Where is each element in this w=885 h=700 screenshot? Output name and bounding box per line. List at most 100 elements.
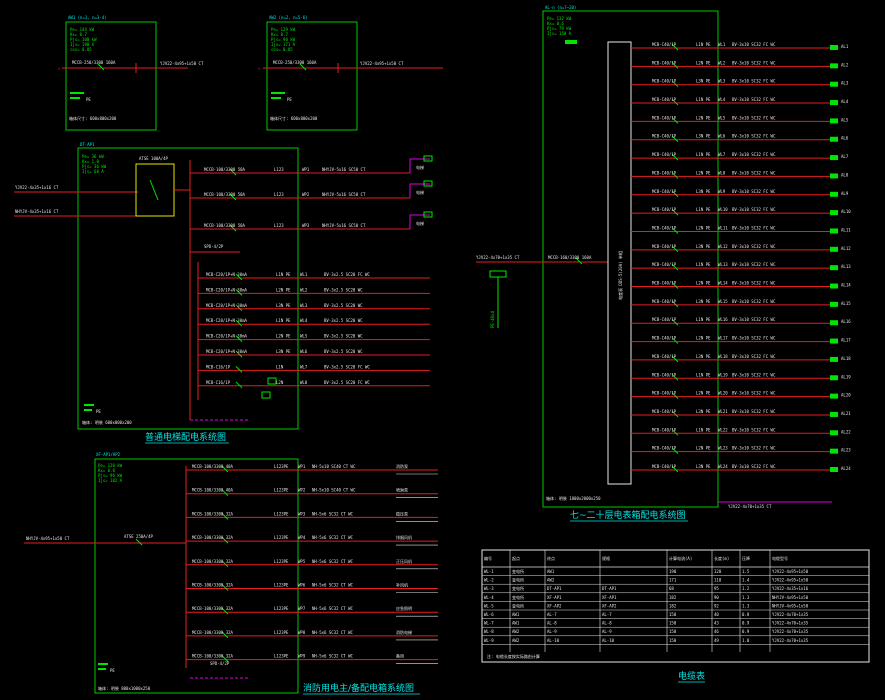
panel-aw1-cable: YJV22-4x95+1x50 CT <box>160 61 204 66</box>
meter-load-box <box>830 411 838 417</box>
cable-table-cell: DT-AP1 <box>547 586 562 591</box>
elevator-branch-breaker-symbol <box>235 366 243 373</box>
elevator-title: 普通电梯配电系统图 <box>145 431 226 443</box>
cable-table-cell: 182 <box>669 603 677 608</box>
cable-table-cell: 46 <box>714 629 719 634</box>
cable-table-cell: XF-AP1 <box>547 595 562 600</box>
panel-aw2: AW2 (n=2, n=5-6) Pe= 129 kW Kx= 0.7 Pjs=… <box>258 15 443 131</box>
cable-table-cell: 150 <box>669 612 677 617</box>
meter-feeder-cable: BV-3x10 SC32 FC WC <box>732 225 776 230</box>
panel-aw2-breaker-symbol <box>299 63 307 71</box>
elevator-branch-breaker: MCB-C20/1P+N 30mA <box>206 318 248 323</box>
cable-table-cell: WL-2 <box>484 578 494 583</box>
meter-feeder-id: WL17 <box>718 336 728 341</box>
cable-table-cell: YJV22-4x70+1x35 <box>772 612 809 617</box>
meter-feeder-cable: BV-3x10 SC32 FC WC <box>732 189 776 194</box>
cable-table-cell: YJV22-4x95+1x50 <box>772 578 809 583</box>
cable-table-cell: AL-9 <box>547 629 557 634</box>
cable-table-cell: WL-3 <box>484 586 494 591</box>
meter-feeder-breaker-symbol <box>671 337 679 344</box>
elevator-branch-id: WL6 <box>300 349 308 354</box>
meter-feeder-phase: L2N PE <box>696 225 711 230</box>
cable-table-cell: AW2 <box>547 578 555 583</box>
meter-feeder-breaker-symbol <box>671 43 679 51</box>
meter-load-label: AL17 <box>841 338 851 343</box>
cable-table-cell: YJV22-4x70+1x35 <box>772 621 809 626</box>
fire-feeder-load: 正压风机 <box>396 558 412 564</box>
fire-feeder-id: WP2 <box>298 488 306 493</box>
meter-feeder-cable: BV-3x10 SC32 FC WC <box>732 79 776 84</box>
fire-feeder-breaker-symbol <box>221 536 229 544</box>
panel-aw1-param: Ijs= 190 A <box>70 42 95 47</box>
cable-table-header-cell: 规格 <box>602 555 610 561</box>
elevator-motor-breaker: MCCB-100/3300 50A <box>204 167 246 172</box>
meter-load-label: AL14 <box>841 283 851 288</box>
meter-feeder-breaker: MCB-C40/1P <box>652 60 677 65</box>
meter-feeder-breaker: MCB-C40/1P <box>652 262 677 267</box>
meter-feeder-phase: L2N PE <box>696 170 711 175</box>
meter-load-label: AL12 <box>841 246 851 251</box>
meter-load-label: AL10 <box>841 209 851 214</box>
panel-aw2-cable: YJV22-4x95+1x50 CT <box>360 61 404 66</box>
meter-param: Pjs= 79 kW <box>547 26 572 31</box>
cable-table-cell: 150 <box>669 621 677 626</box>
cable-table-cell: WL-9 <box>484 638 494 643</box>
meter-load-box <box>830 265 838 271</box>
cable-table-cell: AL-10 <box>547 638 560 643</box>
cable-table-cell: WL-7 <box>484 621 494 626</box>
cable-table-title: 电缆表 <box>678 670 705 682</box>
cable-table-cell: AL-10 <box>602 638 615 643</box>
fire-incoming-cable: NHYJV-4x95+1x50 CT <box>26 536 70 541</box>
meter-feeder-cable: BV-3x10 SC32 FC WC <box>732 354 776 359</box>
meter-load-box <box>830 246 838 252</box>
meter-feeder-phase: L3N PE <box>696 409 711 414</box>
elevator-motor-breaker: MCCB-100/3300 50A <box>204 192 246 197</box>
meter-load-box <box>830 173 838 179</box>
fire-feeder-id: WP4 <box>298 535 306 540</box>
panel-aw2-pe-label: PE <box>287 97 292 102</box>
fire-feeder-breaker-symbol <box>221 560 229 568</box>
elevator-branch-breaker: MCB-C20/1P+N 30mA <box>206 287 248 292</box>
meter-feeder-phase: L1N PE <box>696 42 711 47</box>
fire-feeder-phase: L123PE <box>274 654 289 659</box>
cable-table-cell: 182 <box>669 595 677 600</box>
elevator-branch-cable: BV-3x2.5 SC20 WC <box>324 334 363 339</box>
elevator-branch-id: WL2 <box>300 287 308 292</box>
panel-aw1-breaker-symbol <box>97 63 105 71</box>
fire-spd: SPD-4/2P <box>210 661 230 666</box>
cable-table-cell: 变电所 <box>512 602 524 608</box>
cable-table-cell: 变电所 <box>512 585 524 591</box>
meter-main-breaker: MCCB-160/3300 160A <box>548 255 592 260</box>
cable-table-cell: AW2 <box>512 638 520 643</box>
cable-table-cell: 1.5 <box>742 569 750 574</box>
meter-feeder-cable: BV-3x10 SC32 FC WC <box>732 152 776 157</box>
fire-feeder-id: WP3 <box>298 511 306 516</box>
meter-feeder-breaker: MCB-C40/1P <box>652 42 677 47</box>
cable-table-cell: 190 <box>669 569 677 574</box>
meter-load-label: AL16 <box>841 319 851 324</box>
meter-load-label: AL21 <box>841 411 851 416</box>
meter-feeder-breaker-symbol <box>671 447 679 455</box>
meter-feeder-breaker-symbol <box>671 263 679 271</box>
meter-feeder-phase: L2N PE <box>696 446 711 451</box>
meter-feeder-id: WL14 <box>718 281 728 286</box>
fire-feeder-id: WP8 <box>298 630 306 635</box>
elevator-incoming-cable: YJV22-4x35+1x16 CT <box>15 185 59 190</box>
cable-table-cell: WL-4 <box>484 595 494 600</box>
fire-feeder-cable: NH-5x6 SC32 CT WC <box>312 511 354 516</box>
meter-feeder-phase: L3N PE <box>696 244 711 249</box>
fire-feeder-breaker: MCCB-100/3300 32A <box>192 606 234 611</box>
meter-feeder-id: WL4 <box>718 97 726 102</box>
meter-feeder-cable: BV-3x10 SC32 FC WC <box>732 60 776 65</box>
cable-table-cell: AW1 <box>512 621 520 626</box>
panel-aw1-header: AW1 (n=1, n=3-4) <box>68 15 107 20</box>
elevator-branch-phase: L2N PE <box>276 334 291 339</box>
fire-feeder-id: WP9 <box>298 654 306 659</box>
meter-feeder-breaker: MCB-C40/1P <box>652 170 677 175</box>
elevator-motor-load-wire <box>409 183 430 198</box>
panel-aw2-ground-mark: ✕ <box>258 66 261 71</box>
meter-feeder-phase: L1N PE <box>696 152 711 157</box>
fire-feeder-breaker-symbol <box>221 513 229 520</box>
